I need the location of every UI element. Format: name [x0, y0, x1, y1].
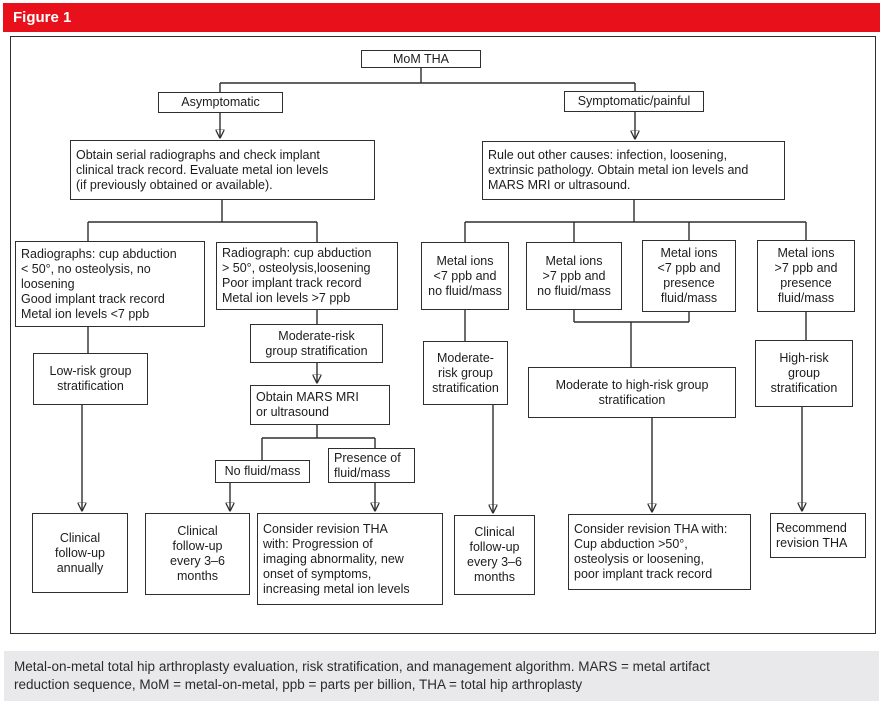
flow-node-obtain-serial: Obtain serial radiographs and check impl…: [70, 140, 375, 200]
flow-node-ions-high-fluid: Metal ions >7 ppb and presence fluid/mas…: [757, 240, 855, 312]
flow-node-radiograph-high-criteria: Radiograph: cup abduction > 50°, osteoly…: [216, 242, 398, 310]
flow-node-radiographs-low-criteria: Radiographs: cup abduction < 50°, no ost…: [15, 241, 205, 327]
flow-node-clinical-annually: Clinical follow-up annually: [32, 513, 128, 593]
flow-node-presence-fluid: Presence of fluid/mass: [328, 448, 415, 483]
figure-header-bar: Figure 1: [3, 3, 880, 32]
flow-node-clinical-36-right: Clinical follow-up every 3–6 months: [454, 515, 535, 595]
figure-label: Figure 1: [13, 9, 72, 26]
flow-node-moderate-risk-right: Moderate- risk group stratification: [423, 341, 508, 405]
flow-node-mom-tha: MoM THA: [361, 50, 481, 68]
flow-node-ions-low-nofluid: Metal ions <7 ppb and no fluid/mass: [421, 242, 509, 310]
flow-node-ions-high-nofluid: Metal ions >7 ppb and no fluid/mass: [526, 242, 622, 310]
flow-node-ions-low-fluid: Metal ions <7 ppb and presence fluid/mas…: [642, 240, 736, 312]
flow-node-consider-revision-left: Consider revision THA with: Progression …: [257, 513, 443, 605]
flow-node-clinical-36-left: Clinical follow-up every 3–6 months: [145, 513, 250, 595]
flow-node-obtain-mars: Obtain MARS MRI or ultrasound: [250, 385, 390, 425]
flow-node-symptomatic: Symptomatic/painful: [564, 91, 704, 112]
flow-node-no-fluid: No fluid/mass: [215, 460, 310, 483]
flow-node-low-risk: Low-risk group stratification: [33, 353, 148, 405]
flow-node-recommend-revision: Recommend revision THA: [770, 513, 866, 558]
flow-node-rule-out: Rule out other causes: infection, loosen…: [482, 141, 785, 200]
flow-node-moderate-risk-mid: Moderate-risk group stratification: [250, 324, 383, 363]
flow-node-moderate-high-risk: Moderate to high-risk group stratificati…: [528, 367, 736, 418]
flow-node-high-risk: High-risk group stratification: [755, 340, 853, 407]
flow-node-consider-revision-right: Consider revision THA with: Cup abductio…: [568, 514, 751, 590]
figure-caption: Metal-on-metal total hip arthroplasty ev…: [4, 651, 879, 701]
flow-node-asymptomatic: Asymptomatic: [158, 92, 283, 113]
